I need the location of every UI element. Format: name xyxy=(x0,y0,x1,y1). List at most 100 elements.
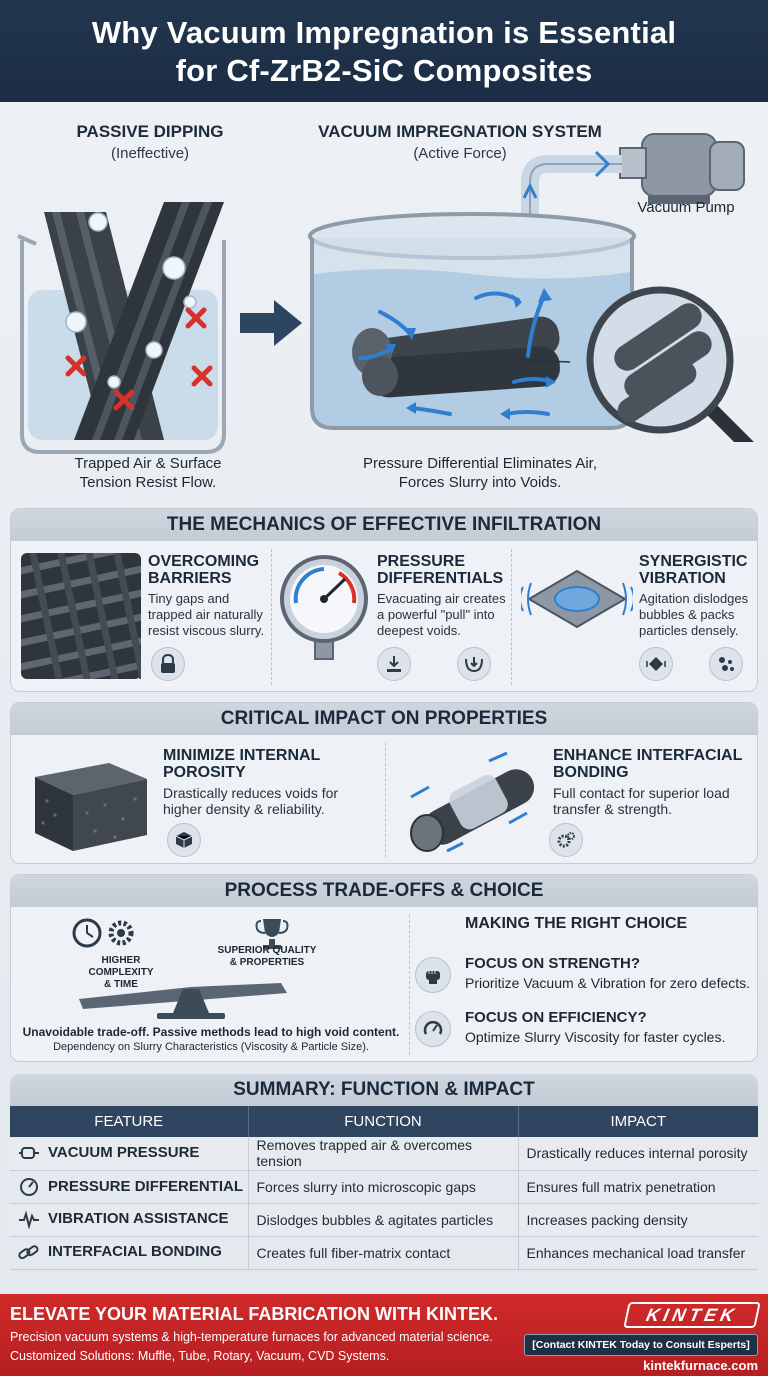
gear-icon xyxy=(108,920,134,946)
impact-item2-title-line1: ENHANCE INTERFACIAL xyxy=(553,747,743,764)
feature-cell: VACUUM PRESSURE xyxy=(10,1137,249,1171)
feature-label: VIBRATION ASSISTANCE xyxy=(48,1210,229,1228)
mechanics-item3-text-line1: Agitation dislodges xyxy=(639,591,749,606)
impact-cell: Increases packing density xyxy=(518,1203,758,1237)
footer-line1: Precision vacuum systems & high-temperat… xyxy=(10,1330,493,1344)
table-row: INTERFACIAL BONDING Creates full fiber-m… xyxy=(10,1236,758,1270)
divider xyxy=(511,549,512,685)
table-row: VACUUM PRESSURE Removes trapped air & ov… xyxy=(10,1137,758,1171)
mechanics-item3-text-line3: particles densely. xyxy=(639,623,739,638)
summary-table: FEATURE FUNCTION IMPACT VACUUM PRESSURE … xyxy=(10,1106,758,1270)
impact-item1-title-line1: MINIMIZE INTERNAL xyxy=(163,747,321,764)
particles-icon xyxy=(709,647,743,681)
scale-left-label: HIGHER COMPLEXITY & TIME xyxy=(83,955,159,991)
choice-strength-text: Prioritize Vacuum & Vibration for zero d… xyxy=(465,975,751,991)
mechanics-item2-title-line2: DIFFERENTIALS xyxy=(377,570,504,587)
magnifier-icon xyxy=(519,286,754,442)
comparison-section: PASSIVE DIPPING (Ineffective) Trapped Ai… xyxy=(0,102,768,502)
impact-title: CRITICAL IMPACT ON PROPERTIES xyxy=(11,703,757,735)
feature-label: PRESSURE DIFFERENTIAL xyxy=(48,1177,244,1195)
passive-subtitle: (Ineffective) xyxy=(110,145,190,162)
impact-panel: CRITICAL IMPACT ON PROPERTIES MINIMIZE I… xyxy=(10,702,758,864)
feature-cell: INTERFACIAL BONDING xyxy=(10,1236,249,1270)
tradeoffs-panel: PROCESS TRADE-OFFS & CHOICE HIGHER COMPL… xyxy=(10,874,758,1062)
scale-right-label-line2: & PROPERTIES xyxy=(229,957,305,968)
download-tray-icon xyxy=(377,647,411,681)
impact-item2-title-line2: BONDING xyxy=(553,764,629,781)
feature-label: VACUUM PRESSURE xyxy=(48,1144,200,1162)
mechanics-item1-text-line3: resist viscous slurry. xyxy=(148,623,265,638)
trophy-icon xyxy=(255,919,289,949)
footer-line2: Customized Solutions: Muffle, Tube, Rota… xyxy=(10,1349,390,1363)
impact-item2-title: ENHANCE INTERFACIAL BONDING xyxy=(553,747,742,781)
link-icon xyxy=(18,1244,39,1259)
choice-efficiency-text: Optimize Slurry Viscosity for faster cyc… xyxy=(465,1029,726,1045)
function-cell: Creates full fiber-matrix contact xyxy=(248,1236,519,1270)
table-row: PRESSURE DIFFERENTIAL Forces slurry into… xyxy=(10,1170,758,1204)
impact-item2-text: Full contact for superior load transfer … xyxy=(553,785,753,817)
mechanics-item3-title-line1: SYNERGISTIC xyxy=(639,553,748,570)
scale-left-label-line1: HIGHER xyxy=(101,955,141,966)
porous-block-image xyxy=(35,763,147,851)
fist-icon xyxy=(415,957,451,993)
mechanics-item2-text-line3: deepest voids. xyxy=(377,623,461,638)
mechanics-item2-title-line1: PRESSURE xyxy=(377,553,466,570)
passive-caption-line2: Tension Resist Flow. xyxy=(79,474,217,491)
beaker-illustration xyxy=(17,202,226,454)
passive-caption: Trapped Air & Surface Tension Resist Flo… xyxy=(14,454,282,492)
kintek-logo: KINTEK xyxy=(623,1302,761,1328)
mechanics-item1-text: Tiny gaps and trapped air naturally resi… xyxy=(148,591,268,639)
mechanics-title: THE MECHANICS OF EFFECTIVE INFILTRATION xyxy=(11,509,757,541)
vibrate-diamond-icon xyxy=(639,647,673,681)
header-feature: FEATURE xyxy=(10,1106,249,1137)
passive-caption-line1: Trapped Air & Surface xyxy=(74,455,222,472)
divider xyxy=(409,915,410,1055)
impact-cell: Drastically reduces internal porosity xyxy=(518,1137,758,1171)
tradeoff-note-1: Unavoidable trade-off. Passive methods l… xyxy=(22,1025,400,1039)
page-title-line2: for Cf-ZrB2-SiC Composites xyxy=(175,53,593,88)
cube-icon xyxy=(167,823,201,857)
mechanics-item2-text-line2: a powerful "pull" into xyxy=(377,607,495,622)
header-impact: IMPACT xyxy=(518,1106,758,1137)
waveform-icon xyxy=(19,1209,39,1230)
summary-title: SUMMARY: FUNCTION & IMPACT xyxy=(10,1074,758,1106)
website-link[interactable]: kintekfurnace.com xyxy=(643,1358,758,1373)
feature-cell: VIBRATION ASSISTANCE xyxy=(10,1203,249,1237)
choice-title: MAKING THE RIGHT CHOICE xyxy=(465,915,688,932)
vacuum-subtitle: (Active Force) xyxy=(413,145,507,162)
vacuum-caption-line1: Pressure Differential Eliminates Air, xyxy=(363,455,597,472)
passive-title: PASSIVE DIPPING xyxy=(76,122,224,141)
divider xyxy=(385,743,386,857)
woven-fabric-image xyxy=(21,553,141,679)
arrow-right-icon xyxy=(240,300,302,346)
mechanics-item1-title-line2: BARRIERS xyxy=(148,570,232,587)
contact-button[interactable]: [Contact KINTEK Today to Consult Esperts… xyxy=(524,1334,758,1356)
vacuum-pump-label: Vacuum Pump xyxy=(637,199,735,216)
mechanics-item1-text-line2: trapped air naturally xyxy=(148,607,263,622)
mechanics-item3-title: SYNERGISTIC VIBRATION xyxy=(639,553,747,587)
function-cell: Dislodges bubbles & agitates particles xyxy=(248,1203,519,1237)
tradeoff-note-2: Dependency on Slurry Characteristics (Vi… xyxy=(53,1041,369,1053)
air-bubbles xyxy=(65,212,197,389)
choice-strength-title: FOCUS ON STRENGTH? xyxy=(465,955,640,972)
mechanics-panel: THE MECHANICS OF EFFECTIVE INFILTRATION … xyxy=(10,508,758,692)
vacuum-caption-line2: Forces Slurry into Voids. xyxy=(398,474,562,491)
vibration-plate-icon xyxy=(521,569,633,629)
impact-item1-text-line1: Drastically reduces voids for xyxy=(163,785,339,801)
mechanics-item1-text-line1: Tiny gaps and xyxy=(148,591,230,606)
impact-item2-text-line1: Full contact for superior load xyxy=(553,785,730,801)
pull-down-icon xyxy=(457,647,491,681)
vacuum-caption: Pressure Differential Eliminates Air, Fo… xyxy=(300,454,660,492)
impact-item2-text-line2: transfer & strength. xyxy=(553,801,673,817)
vacuum-pump-icon xyxy=(619,133,745,204)
summary-panel: SUMMARY: FUNCTION & IMPACT xyxy=(10,1074,758,1284)
summary-header-row: FEATURE FUNCTION IMPACT xyxy=(10,1106,758,1137)
flow-arrowheads xyxy=(386,288,556,420)
vacuum-title: VACUUM IMPREGNATION SYSTEM xyxy=(318,122,602,141)
mechanics-item3-title-line2: VIBRATION xyxy=(639,570,726,587)
footer-banner: ELEVATE YOUR MATERIAL FABRICATION WITH K… xyxy=(0,1294,768,1376)
tradeoffs-title: PROCESS TRADE-OFFS & CHOICE xyxy=(11,875,757,907)
mechanics-item2-text-line1: Evacuating air creates xyxy=(377,591,506,606)
divider xyxy=(271,549,272,685)
table-row: VIBRATION ASSISTANCE Dislodges bubbles &… xyxy=(10,1203,758,1237)
